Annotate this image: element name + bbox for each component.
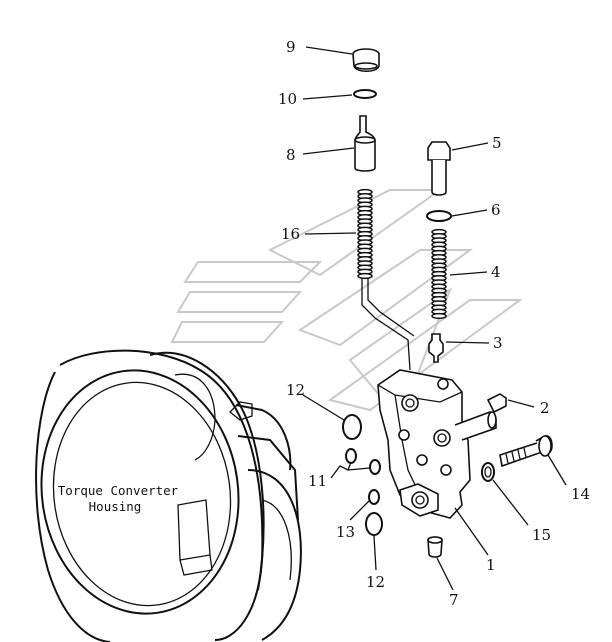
part-9-plug — [352, 48, 380, 73]
callout-12-lower: 12 — [366, 573, 385, 591]
callout-10: 10 — [278, 90, 297, 108]
callout-12-upper: 12 — [286, 381, 305, 399]
part-13-o-ring — [368, 489, 380, 505]
part-3-valve — [428, 333, 444, 363]
callout-2: 2 — [540, 399, 550, 417]
callout-3: 3 — [493, 334, 503, 352]
part-5-plug — [427, 141, 451, 196]
callout-16: 16 — [281, 225, 300, 243]
part-1-valve-body — [377, 369, 497, 519]
housing-label-line1: Torque Converter — [58, 483, 179, 498]
assembly-line-2 — [367, 278, 415, 337]
callout-7: 7 — [449, 591, 459, 609]
part-12-o-ring-lower — [365, 512, 383, 536]
part-16-spring — [357, 188, 373, 280]
part-14-bolt — [499, 435, 553, 468]
part-4-spring — [431, 228, 447, 320]
part-6-o-ring — [426, 210, 452, 222]
part-2-fitting — [486, 393, 507, 414]
part-8-piston — [354, 115, 376, 172]
callout-5: 5 — [492, 134, 502, 152]
callout-8: 8 — [286, 146, 296, 164]
watermark-logo — [170, 189, 524, 422]
callout-1: 1 — [486, 556, 496, 574]
callout-15: 15 — [532, 526, 551, 544]
part-7-plug — [427, 536, 443, 558]
callout-14: 14 — [571, 485, 590, 503]
housing-label-line2: Housing — [89, 499, 142, 514]
part-12-o-ring-upper — [342, 414, 362, 440]
callout-9: 9 — [286, 38, 296, 56]
assembly-line — [361, 278, 411, 371]
leader-lines — [302, 46, 567, 591]
part-10-o-ring — [353, 89, 377, 99]
callout-13: 13 — [336, 523, 355, 541]
callout-4: 4 — [491, 263, 501, 281]
callout-6: 6 — [491, 201, 501, 219]
torque-converter-housing — [35, 349, 302, 642]
callout-11: 11 — [308, 472, 327, 490]
part-15-washer — [481, 462, 495, 482]
